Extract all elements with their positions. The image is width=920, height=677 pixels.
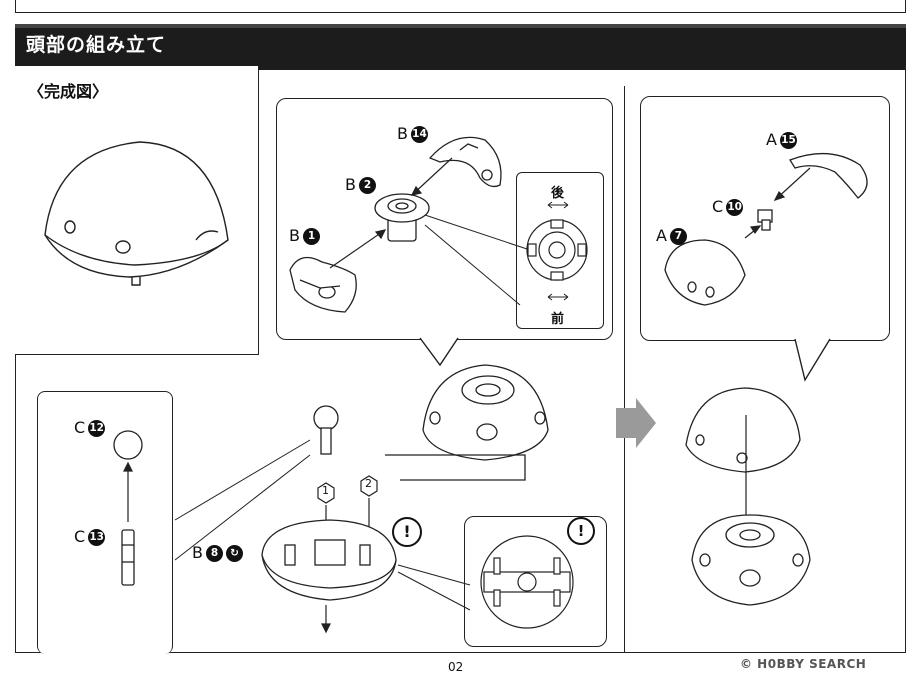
ball-joint-drawing — [313, 405, 339, 455]
part-a7-drawing — [664, 239, 746, 306]
peg-detail-drawing — [480, 535, 574, 629]
attention-icon-detail: ! — [567, 517, 595, 545]
assembled-base-drawing — [691, 514, 811, 606]
part-c10-drawing — [757, 209, 773, 231]
orientation-back-label: 後 — [551, 186, 565, 201]
part-a15-drawing — [789, 152, 868, 199]
part-b8-drawing — [261, 519, 397, 601]
neck-joint-box — [37, 391, 173, 654]
completed-head-drawing — [44, 141, 229, 286]
assembled-dome-drawing — [685, 387, 801, 473]
plated-part-icon: ↻ — [225, 545, 243, 562]
watermark: © H0BBY SEARCH — [740, 657, 867, 671]
page-number: 02 — [448, 660, 464, 674]
step-number-2: 2 — [365, 477, 372, 490]
part-b14-drawing — [428, 136, 502, 188]
orientation-hub-drawing — [526, 219, 588, 281]
orientation-arrows — [547, 201, 569, 301]
main-frame — [15, 66, 906, 653]
part-c12-drawing — [113, 430, 143, 460]
attention-icon: ! — [392, 517, 422, 547]
completed-view-label: 〈完成図〉 — [28, 82, 109, 101]
orientation-front-label: 前 — [551, 312, 565, 327]
top-frame — [15, 0, 906, 13]
section-divider — [624, 86, 625, 652]
gray-step-arrow — [616, 398, 656, 448]
part-c13-drawing — [121, 529, 135, 586]
assembled-front-head-drawing — [422, 364, 549, 461]
part-b2-drawing — [374, 193, 430, 242]
assembly-arrows — [329, 157, 453, 269]
section-header-bar — [15, 24, 906, 70]
step-number-1: 1 — [322, 484, 329, 497]
step-markers — [317, 475, 378, 504]
section-title: 頭部の組み立て — [26, 34, 167, 56]
part-b1-drawing — [289, 256, 357, 313]
